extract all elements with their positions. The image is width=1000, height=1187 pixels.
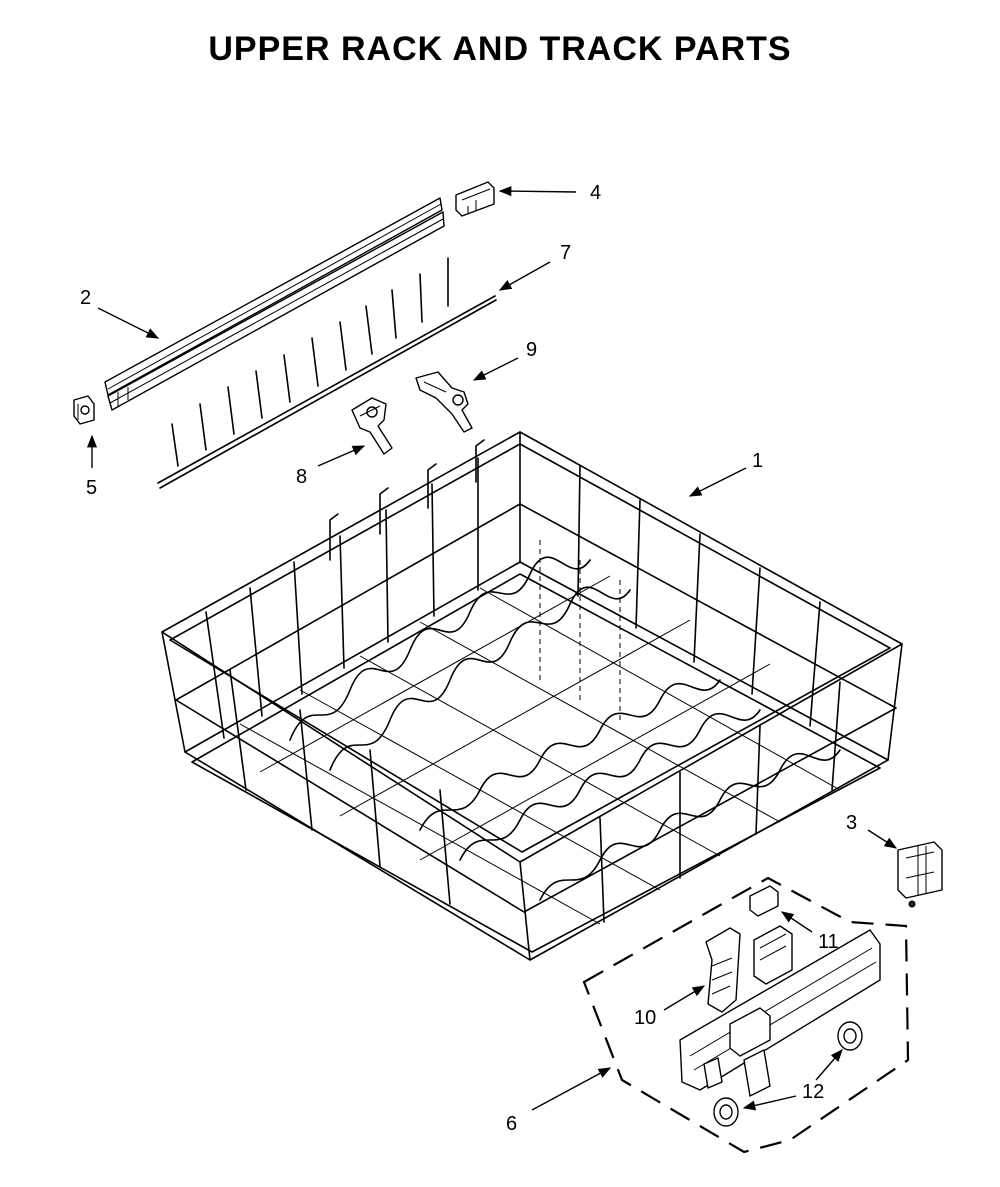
callout-6: 6 [506, 1113, 517, 1135]
callout-9: 9 [526, 339, 537, 361]
page-title: UPPER RACK AND TRACK PARTS [208, 30, 792, 68]
callout-3: 3 [846, 812, 857, 834]
callout-7: 7 [560, 242, 571, 264]
callout-5: 5 [86, 477, 97, 499]
adjuster-assembly [582, 876, 910, 1154]
rail-stop [73, 395, 95, 425]
rail-end-cap [455, 181, 495, 217]
callout-12: 12 [802, 1081, 824, 1103]
callout-4: 4 [590, 182, 601, 204]
callout-1: 1 [752, 450, 763, 472]
callout-8: 8 [296, 466, 307, 488]
tine-bracket [415, 371, 473, 433]
callout-10: 10 [634, 1007, 656, 1029]
leader-lines [86, 186, 898, 1111]
callout-11: 11 [818, 931, 839, 953]
tine-row [157, 257, 497, 489]
callout-2: 2 [80, 287, 91, 309]
track-rail [104, 197, 445, 411]
upper-rack [161, 431, 903, 961]
tine-clip [351, 397, 393, 455]
side-bracket [897, 841, 943, 908]
